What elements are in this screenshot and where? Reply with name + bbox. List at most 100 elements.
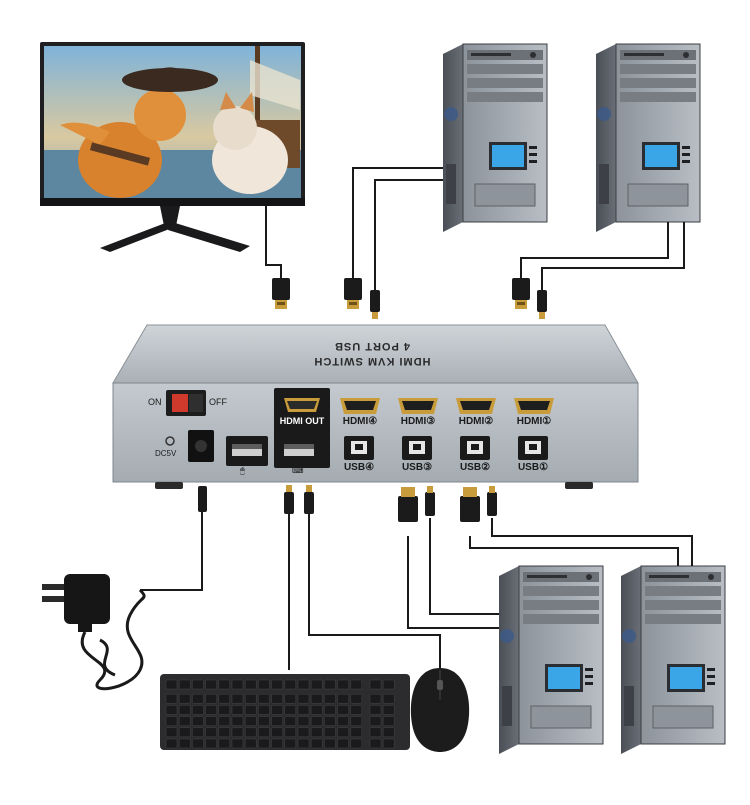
pc-bottom-left [498, 565, 604, 755]
hdmi-port-3-label: HDMI③ [400, 416, 436, 427]
pc-bottom-right [620, 565, 726, 755]
keyboard-key [310, 693, 323, 704]
power-adapter [42, 574, 146, 691]
keyboard-key [297, 693, 310, 704]
keyboard-key [369, 693, 382, 704]
keyboard-key [369, 716, 382, 726]
keyboard-key [205, 716, 217, 726]
keyboard-key [218, 679, 231, 690]
keyboard-key [297, 705, 310, 715]
keyboard-key [231, 727, 244, 738]
keyboard-key [284, 727, 297, 738]
keyboard-key [284, 705, 297, 715]
keyboard-key [310, 705, 323, 715]
keyboard-key [369, 705, 382, 715]
mouse [410, 668, 470, 752]
keyboard-key [310, 679, 323, 690]
keyboard-key [192, 716, 204, 726]
keyboard-key [337, 679, 349, 690]
pc-top-left [442, 43, 548, 233]
keyboard-key [324, 727, 336, 738]
keyboard-key [310, 727, 323, 738]
keyboard-key [382, 693, 395, 704]
dc-label: DC5V [155, 449, 177, 458]
keyboard-key [324, 693, 336, 704]
keyboard-key [271, 705, 283, 715]
power-on-label: ON [148, 397, 162, 407]
keyboard-key [350, 716, 363, 726]
keyboard-key [337, 727, 349, 738]
keyboard [160, 674, 410, 750]
keyboard-key [297, 727, 310, 738]
keyboard-key [244, 727, 257, 738]
keyboard-key [258, 716, 270, 726]
keyboard-key [231, 705, 244, 715]
keyboard-key [165, 738, 178, 749]
hdmi-plug-monitor [272, 278, 290, 309]
keyboard-key [382, 716, 395, 726]
lower-plugs [198, 485, 497, 522]
keyboard-key [350, 679, 363, 690]
keyboard-key [382, 727, 395, 738]
keyboard-key [271, 679, 283, 690]
keyboard-key [231, 679, 244, 690]
keyboard-key [271, 738, 283, 749]
keyboard-key [178, 727, 191, 738]
keyboard-key [324, 738, 336, 749]
keyboard-key [244, 693, 257, 704]
keyboard-key [337, 693, 349, 704]
keyboard-key [244, 679, 257, 690]
keyboard-key [350, 738, 363, 749]
keyboard-key [258, 679, 270, 690]
hdmi-out-label: HDMI OUT [279, 416, 325, 426]
upper-cables [265, 167, 685, 290]
keyboard-key [284, 738, 297, 749]
keyboard-key [218, 738, 231, 749]
keyboard-key [310, 738, 323, 749]
usb-port-4-label: USB④ [343, 462, 375, 473]
keyboard-key [350, 705, 363, 715]
keyboard-key [178, 705, 191, 715]
keyboard-key [258, 705, 270, 715]
keyboard-key [337, 705, 349, 715]
keyboard-key [218, 705, 231, 715]
usb-port-3-label: USB③ [401, 462, 433, 473]
hdmi-port-1-label: HDMI① [516, 416, 552, 427]
keyboard-key [297, 738, 310, 749]
keyboard-key [284, 693, 297, 704]
usb-port-2-label: USB② [459, 462, 491, 473]
hdmi-port-2-label: HDMI② [458, 416, 494, 427]
usb-plug-pc-top-left [370, 290, 380, 319]
keyboard-key [192, 738, 204, 749]
keyboard-key [369, 679, 382, 690]
usb-port-1-label: USB① [517, 462, 549, 473]
keyboard-key [218, 727, 231, 738]
keyboard-key [178, 679, 191, 690]
keyboard-key [165, 705, 178, 715]
keyboard-key [192, 693, 204, 704]
keyboard-key [231, 716, 244, 726]
keyboard-key [178, 738, 191, 749]
monitor [40, 42, 305, 252]
keyboard-key [258, 727, 270, 738]
keyboard-key [165, 727, 178, 738]
pc-top-right [595, 43, 701, 233]
switch-top-line1: 4 PORT USB [334, 340, 411, 352]
keyboard-key [337, 716, 349, 726]
keyboard-key [297, 716, 310, 726]
keyboard-key [382, 705, 395, 715]
mouse-port-icon: 🖱 [240, 466, 245, 475]
keyboard-key [205, 705, 217, 715]
keyboard-key [258, 693, 270, 704]
keyboard-key [284, 716, 297, 726]
keyboard-key [337, 738, 349, 749]
usb-plug-pc-top-right [537, 290, 547, 319]
keyboard-key [369, 738, 382, 749]
keyboard-key [178, 693, 191, 704]
keyboard-key [369, 727, 382, 738]
keyboard-key [382, 679, 395, 690]
keyboard-key [258, 738, 270, 749]
keyboard-key [192, 727, 204, 738]
